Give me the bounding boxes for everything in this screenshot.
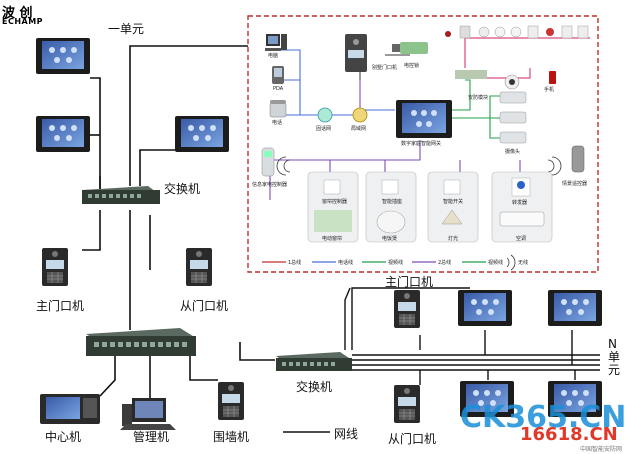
switch-main-icon [86, 328, 196, 356]
main-door-station-icon [393, 289, 421, 329]
indoor-monitor-icon [458, 290, 512, 326]
ir-transponder-label: 转发器 [512, 200, 528, 206]
curtain-motor-label: 电动窗帘 [322, 236, 343, 242]
sub-door-left-label: 从门口机 [180, 299, 229, 313]
indoor-monitor-icon [548, 290, 602, 326]
phone-icon [269, 100, 287, 118]
legend-bus2: 2总线 [438, 260, 452, 266]
legend-bus1: 1总线 [288, 260, 302, 266]
socket-label: 智能插座 [382, 199, 403, 205]
lan-router-icon [352, 107, 368, 123]
curtain-label: 窗帘控制器 [322, 199, 348, 205]
lamp-label: 灯光 [448, 236, 459, 242]
gateway-icon [396, 100, 452, 138]
camera-icon [499, 74, 527, 144]
home-frame [247, 15, 599, 273]
modem-icon [317, 107, 333, 123]
lan-label: 局域网 [351, 126, 367, 132]
center-label: 中心机 [45, 430, 82, 444]
pda-label: PDA [273, 86, 284, 92]
manager-label: 管理机 [133, 430, 170, 444]
sub-door-station-icon [393, 384, 421, 424]
camera-label: 摄像头 [505, 149, 521, 155]
main-door-left-label: 主门口机 [36, 299, 85, 313]
legend-phone: 电话线 [338, 260, 354, 266]
rice-cooker-label: 电饭煲 [382, 236, 398, 242]
phone-label: 电话 [272, 120, 283, 126]
villa-door-station-icon [345, 34, 367, 72]
computer-icon [265, 34, 287, 51]
modem-label: 固话网 [316, 126, 332, 132]
home-bus-wiring [269, 80, 521, 200]
sensor-row-icon [445, 25, 589, 39]
appliance-panel-socket [365, 171, 417, 243]
watermark-main: CK365.CN [460, 400, 627, 435]
unit-n-wiring [283, 287, 600, 433]
indoor-monitor-icon [36, 38, 90, 74]
brand-subtitle: ECHAMP [2, 17, 44, 26]
switch-unit-n-icon [276, 352, 352, 371]
indoor-monitor-icon [36, 116, 90, 152]
appliance-panel-aircon [491, 171, 553, 243]
security-module-label: 安防模块 [468, 95, 489, 101]
light-switch-label: 智能开关 [443, 199, 464, 205]
electric-lock-icon [392, 42, 428, 54]
villa-door-label: 别墅门口机 [372, 65, 398, 71]
legend-video: 视频线 [388, 260, 404, 266]
ir-remote-label: 情景遥控器 [562, 181, 588, 187]
security-module-icon [455, 70, 487, 79]
switch-bottom-label: 交换机 [296, 380, 333, 394]
center-console-icon [40, 394, 100, 424]
unit-1-label: 一单元 [108, 22, 145, 36]
main-door-station-icon [41, 247, 69, 287]
legend-wireless: 无线 [518, 260, 529, 266]
sub-door-right-label: 从门口机 [388, 432, 437, 446]
network-label: 网线 [334, 427, 359, 441]
lock-label: 电控锁 [404, 63, 420, 69]
remote-controller-label: 信息家电控制器 [252, 182, 288, 188]
mobile-label: 手机 [544, 87, 555, 93]
watermark-tag: 中国智能安防网 [580, 446, 623, 453]
ir-remote-icon [571, 145, 585, 173]
appliance-panel-curtain [307, 171, 359, 243]
gateway-label: 数字家庭智能网关 [401, 141, 442, 147]
sub-door-station-icon [185, 247, 213, 287]
home-phone-wiring [280, 49, 395, 116]
backbone-wiring [82, 45, 275, 398]
wall-station-icon [217, 381, 245, 421]
remote-controller-icon [261, 147, 275, 177]
appliance-panel-light [427, 171, 479, 243]
watermark-sub: 16618.CN [520, 424, 618, 445]
mobile-phone-icon [549, 71, 556, 84]
wireless-legend-icon [506, 254, 516, 271]
main-door-right-label: 主门口机 [385, 275, 434, 289]
management-pc-icon [120, 398, 176, 430]
indoor-monitor-icon [175, 116, 229, 152]
legend-video2: 视频线 [488, 260, 504, 266]
aircon-label: 空调 [516, 236, 527, 242]
wireless-signal-icon [276, 156, 562, 176]
brand-name: 波 创 [2, 6, 33, 21]
pda-icon [272, 66, 284, 84]
wall-label: 围墙机 [213, 430, 250, 444]
switch-top-label: 交换机 [164, 182, 201, 196]
switch-top-icon [82, 186, 160, 204]
computer-label: 电脑 [268, 53, 279, 59]
unit-n-label: N单元 [608, 337, 621, 377]
